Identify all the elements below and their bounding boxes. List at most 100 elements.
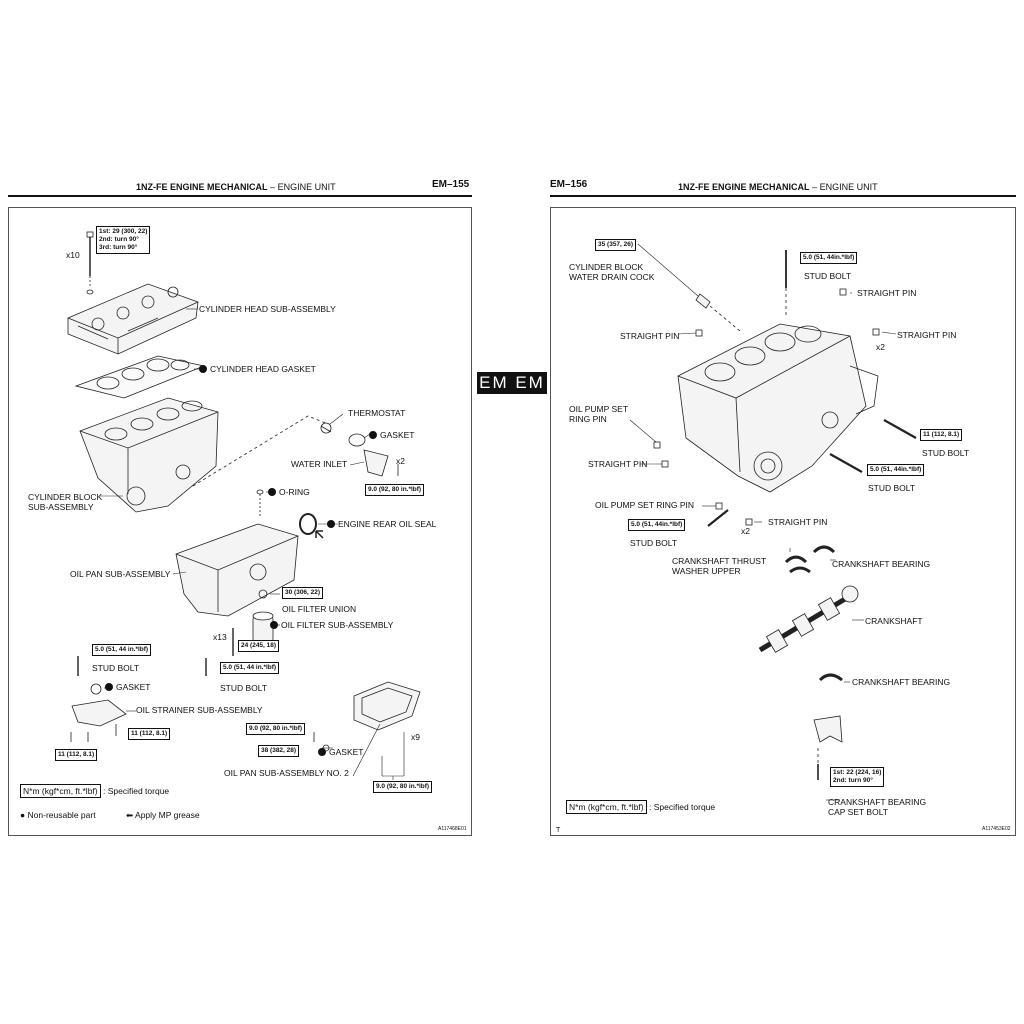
label-strainer-gasket: GASKET bbox=[105, 682, 150, 692]
mp-grease-arrow-icon: ⬅ bbox=[126, 810, 134, 820]
label-cylinder-block: CYLINDER BLOCK SUB-ASSEMBLY bbox=[28, 492, 103, 512]
label-cylinder-head: CYLINDER HEAD SUB-ASSEMBLY bbox=[199, 304, 336, 314]
label-x13: x13 bbox=[213, 632, 227, 642]
strainer-gasket-drawing bbox=[90, 683, 102, 695]
label-stud-bolt-2: STUD BOLT bbox=[220, 683, 268, 693]
torque-drain-cock: 35 (357, 26) bbox=[595, 239, 637, 251]
diagram-frame bbox=[8, 207, 472, 836]
label-oil-pump-ring-pin-2: OIL PUMP SET RING PIN bbox=[595, 500, 695, 510]
em-section-tab: EM EM bbox=[477, 372, 547, 394]
oil-filter-union-drawing bbox=[258, 589, 268, 599]
torque-pan2-bolt-1: 9.0 (92, 80 in.*lbf) bbox=[246, 723, 306, 735]
label-straight-pin-2: STRAIGHT PIN bbox=[620, 331, 680, 341]
drain-cock-drawing bbox=[695, 293, 711, 309]
label-drain-cock: CYLINDER BLOCK WATER DRAIN COCK bbox=[569, 262, 655, 282]
label-crankshaft: CRANKSHAFT bbox=[865, 616, 923, 626]
stud-bolt-r2-drawing bbox=[829, 453, 863, 473]
thrust-washer-drawing bbox=[784, 555, 808, 564]
oil-pan-no-2-drawing bbox=[353, 681, 421, 731]
label-thermostat: THERMOSTAT bbox=[348, 408, 406, 418]
stud-bolt-r1-drawing bbox=[883, 419, 917, 439]
label-oil-pan: OIL PAN SUB-ASSEMBLY bbox=[70, 569, 171, 579]
torque-drain-plug: 38 (382, 28) bbox=[258, 745, 300, 757]
label-engine-rear-oil-seal: ENGINE REAR OIL SEAL bbox=[327, 519, 436, 529]
crankshaft-drawing bbox=[758, 585, 859, 653]
torque-stud-r1: 11 (112, 8.1) bbox=[920, 429, 963, 441]
cylinder-block-drawing bbox=[79, 397, 219, 513]
label-x10: x10 bbox=[66, 250, 80, 260]
exploded-view-drawing bbox=[629, 243, 917, 801]
label-crankshaft-bearing-1: CRANKSHAFT BEARING bbox=[832, 559, 931, 569]
header-rule bbox=[550, 195, 1016, 197]
thermostat-drawing bbox=[320, 422, 332, 434]
torque-oil-pan-bolt: 24 (245, 18) bbox=[238, 640, 280, 652]
o-ring-drawing bbox=[256, 489, 264, 495]
label-cylinder-head-gasket: CYLINDER HEAD GASKET bbox=[199, 364, 316, 374]
torque-stud-l: 5.0 (51, 44in.*lbf) bbox=[628, 519, 686, 531]
oil-pan-drawing bbox=[175, 523, 299, 617]
label-water-inlet: WATER INLET bbox=[291, 459, 348, 469]
thermostat-gasket-drawing bbox=[348, 433, 366, 447]
cylinder-head-sub-assembly-drawing bbox=[67, 283, 199, 355]
header-title: 1NZ-FE ENGINE MECHANICAL – ENGINE UNIT bbox=[136, 182, 336, 192]
label-x2: x2 bbox=[396, 456, 405, 466]
label-crankshaft-bearing-2: CRANKSHAFT BEARING bbox=[852, 677, 951, 687]
diagram-frame bbox=[550, 207, 1016, 836]
page-number: EM–156 bbox=[550, 179, 588, 190]
label-straight-pin-3: STRAIGHT PIN bbox=[897, 330, 957, 340]
legend-torque: N*m (kgf*cm, ft.*lbf) : Specified torque bbox=[20, 784, 169, 798]
straight-pin-1-drawing bbox=[839, 288, 847, 296]
label-stud-bolt-r2: STUD BOLT bbox=[868, 483, 916, 493]
label-stud-bolt-l: STUD BOLT bbox=[630, 538, 678, 548]
oil-strainer-drawing bbox=[71, 699, 127, 727]
label-straight-pin-4: STRAIGHT PIN bbox=[588, 459, 648, 469]
exploded-view-drawing bbox=[67, 231, 421, 780]
torque-stud-bolt-2: 5.0 (51, 44 in.*lbf) bbox=[220, 662, 280, 674]
label-stud-bolt-r1: STUD BOLT bbox=[922, 448, 970, 458]
torque-stud-r2: 5.0 (51, 44in.*lbf) bbox=[867, 464, 925, 476]
label-stud-bolt-top: STUD BOLT bbox=[804, 271, 852, 281]
torque-head-bolt: 1st: 29 (300, 22) 2nd: turn 90° 3rd: tur… bbox=[96, 226, 151, 254]
label-thrust-washer: CRANKSHAFT THRUST WASHER UPPER bbox=[672, 556, 767, 576]
torque-strainer-2: 11 (112, 8.1) bbox=[55, 749, 98, 761]
torque-cap-bolt: 1st: 22 (224, 16) 2nd: turn 90° bbox=[830, 767, 885, 787]
figure-code: A117453E02 bbox=[982, 826, 1011, 832]
torque-oil-filter-union: 30 (306, 22) bbox=[282, 587, 324, 599]
label-oil-filter-union: OIL FILTER UNION bbox=[282, 604, 357, 614]
torque-stud-top: 5.0 (51, 44in.*lbf) bbox=[800, 252, 858, 264]
water-inlet-drawing bbox=[363, 449, 389, 477]
label-oil-pump-ring-pin-1: OIL PUMP SET RING PIN bbox=[569, 404, 629, 424]
torque-strainer-1: 11 (112, 8.1) bbox=[128, 728, 171, 740]
legend-mp-grease: ⬅ Apply MP grease bbox=[126, 810, 200, 820]
legend-non-reusable: ● Non-reusable part bbox=[20, 810, 96, 820]
label-o-ring: O-RING bbox=[268, 487, 310, 497]
corner-mark: T bbox=[556, 827, 561, 834]
label-pan2-gasket: GASKET bbox=[318, 747, 363, 757]
label-thermostat-gasket: GASKET bbox=[369, 430, 414, 440]
label-oil-strainer: OIL STRAINER SUB-ASSEMBLY bbox=[136, 705, 263, 715]
label-x2-b: x2 bbox=[741, 526, 750, 536]
stud-bolt-l-drawing bbox=[707, 509, 729, 527]
bearing-upper-drawing bbox=[812, 545, 836, 554]
bearing-lower-drawing bbox=[818, 673, 843, 682]
non-reusable-dot-icon: ● bbox=[20, 810, 26, 820]
label-x2-a: x2 bbox=[876, 342, 885, 352]
bearing-cap-drawing bbox=[813, 715, 843, 743]
header-title: 1NZ-FE ENGINE MECHANICAL – ENGINE UNIT bbox=[678, 182, 878, 192]
label-straight-pin-5: STRAIGHT PIN bbox=[768, 517, 828, 527]
page-em-156: EM–156 1NZ-FE ENGINE MECHANICAL – ENGINE… bbox=[550, 176, 1016, 836]
torque-stud-bolt-1: 5.0 (51, 44 in.*lbf) bbox=[92, 644, 152, 656]
head-washer bbox=[86, 289, 94, 295]
label-stud-bolt-1: STUD BOLT bbox=[92, 663, 140, 673]
figure-code: A117468E01 bbox=[438, 826, 467, 832]
straight-pin-3-drawing bbox=[872, 328, 880, 336]
straight-pin-2-drawing bbox=[695, 329, 703, 337]
label-oil-filter: OIL FILTER SUB-ASSEMBLY bbox=[270, 620, 393, 630]
header-rule bbox=[8, 195, 472, 197]
label-x9: x9 bbox=[411, 732, 420, 742]
cylinder-head-gasket-drawing bbox=[74, 355, 206, 399]
page-number: EM–155 bbox=[432, 179, 470, 190]
label-straight-pin-1: STRAIGHT PIN bbox=[857, 288, 917, 298]
page-em-155: 1NZ-FE ENGINE MECHANICAL – ENGINE UNIT E… bbox=[8, 176, 472, 836]
torque-pan2-bolt-2: 9.0 (92, 80 in.*lbf) bbox=[373, 781, 433, 793]
